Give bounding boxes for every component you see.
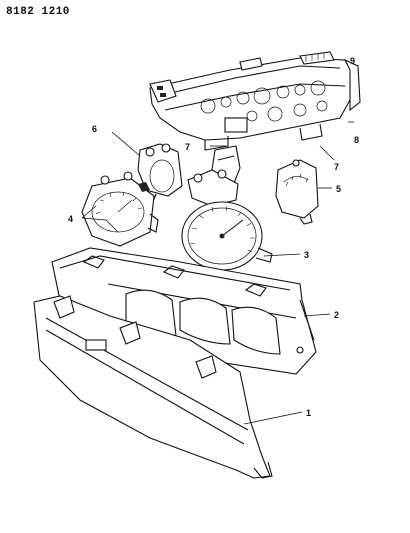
callout-3: 3 (304, 250, 309, 260)
callout-9: 9 (350, 56, 355, 66)
callout-labels: 9 8 7 7 6 5 4 3 2 1 (68, 56, 359, 418)
leader-6 (111, 131, 141, 157)
fuel-gauge-assembly (275, 159, 319, 225)
callout-7-upper: 7 (185, 142, 190, 152)
left-gauge-pair (81, 171, 159, 247)
callout-1: 1 (306, 408, 311, 418)
leader-7b (319, 145, 335, 161)
leader-3 (263, 253, 301, 257)
leader-1 (243, 411, 303, 425)
speedometer-assembly (181, 169, 273, 271)
callout-8: 8 (354, 135, 359, 145)
leader-4b (81, 205, 97, 219)
cluster-bezel (51, 247, 317, 375)
lower-trim-panel (33, 295, 273, 479)
leader-2 (303, 313, 331, 317)
cluster-housing (149, 51, 361, 151)
part-number: 8182 1210 (6, 6, 70, 18)
leader-lines (81, 59, 354, 425)
callout-2: 2 (334, 310, 339, 320)
callout-5: 5 (336, 184, 341, 194)
callout-4: 4 (68, 214, 73, 224)
leader-4 (81, 217, 119, 233)
callout-6: 6 (92, 124, 97, 134)
small-gauge-assembly (137, 143, 183, 205)
callout-7-lower: 7 (334, 162, 339, 172)
